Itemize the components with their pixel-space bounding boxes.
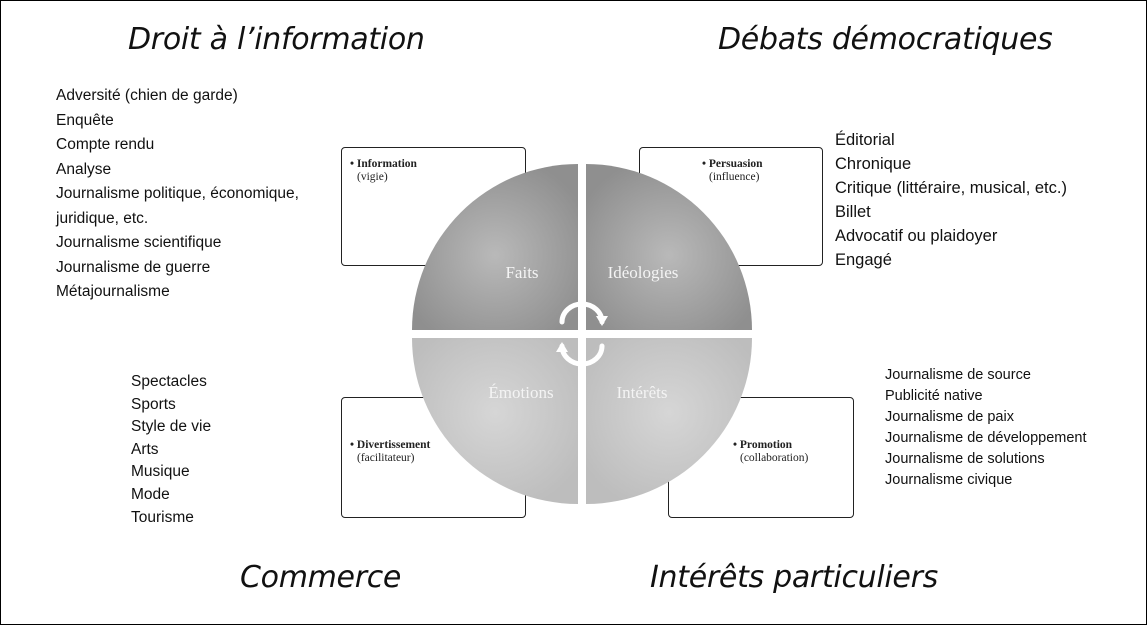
- list-item: Journalisme de source: [885, 367, 1031, 383]
- list-item: Journalisme civique: [885, 472, 1013, 488]
- box-subtitle: (vigie): [357, 171, 388, 183]
- list-item: Arts: [131, 440, 159, 458]
- box-label-promotion: • Promotion (collaboration): [733, 439, 808, 465]
- wheel-label-ideologies: Idéologies: [608, 263, 679, 282]
- arrowhead-top: [596, 316, 608, 326]
- wheel-quadrant-faits: [412, 164, 578, 330]
- list-item: Enquête: [56, 111, 114, 129]
- box-label-persuasion: • Persuasion (influence): [702, 158, 763, 184]
- list-item: Journalisme de développement: [885, 430, 1087, 446]
- title-top-right: Débats démocratiques: [718, 22, 1053, 57]
- list-item: Compte rendu: [56, 136, 155, 153]
- list-item: Engagé: [835, 251, 892, 269]
- box-label-information: • Information (vigie): [350, 158, 417, 184]
- wheel-label-emotions: Émotions: [488, 383, 553, 402]
- box-subtitle: (facilitateur): [357, 452, 415, 464]
- list-top-right: Éditorial Chronique Critique (littéraire…: [835, 128, 1067, 272]
- box-subtitle: (influence): [709, 171, 760, 183]
- list-item: Critique (littéraire, musical, etc.): [835, 179, 1067, 197]
- list-item: Éditorial: [835, 131, 895, 149]
- wheel-quadrant-interets: [586, 338, 752, 504]
- list-item: Style de vie: [131, 418, 212, 436]
- wheel-quadrant-ideologies: [586, 164, 752, 330]
- list-bottom-right: Journalisme de source Publicité native J…: [885, 365, 1087, 491]
- list-item: Tourisme: [131, 508, 194, 526]
- list-item: Spectacles: [131, 373, 207, 390]
- box-title: • Information: [350, 158, 417, 170]
- box-subtitle: (collaboration): [740, 452, 809, 464]
- title-top-left: Droit à l’information: [128, 22, 425, 57]
- box-title: • Promotion: [733, 439, 793, 451]
- title-bottom-left: Commerce: [240, 560, 402, 595]
- list-item: Chronique: [835, 155, 912, 173]
- wheel-quadrant-emotions: [412, 338, 578, 504]
- list-item: Billet: [835, 203, 871, 221]
- list-item: juridique, etc.: [56, 209, 149, 227]
- cycle-arrows-icon: [559, 301, 605, 367]
- box-title: • Divertissement: [350, 439, 431, 451]
- arrowhead-bottom: [556, 342, 568, 352]
- list-item: Journalisme scientifique: [56, 234, 222, 251]
- list-item: Mode: [131, 485, 170, 503]
- list-bottom-left: Spectacles Sports Style de vie Arts Musi…: [131, 371, 211, 529]
- list-item: Analyse: [56, 160, 112, 178]
- list-item: Musique: [131, 463, 190, 481]
- list-item: Publicité native: [885, 388, 983, 404]
- box-title: • Persuasion: [702, 158, 763, 170]
- wheel-label-interets: Intérêts: [617, 383, 668, 402]
- list-item: Sports: [131, 395, 176, 413]
- list-item: Advocatif ou plaidoyer: [835, 227, 998, 245]
- list-item: Adversité (chien de garde): [56, 87, 238, 104]
- list-item: Journalisme politique, économique,: [56, 185, 299, 202]
- list-item: Journalisme de solutions: [885, 451, 1045, 467]
- list-top-left: Adversité (chien de garde) Enquête Compt…: [56, 84, 299, 305]
- title-bottom-right: Intérêts particuliers: [650, 560, 938, 595]
- box-label-divertissement: • Divertissement (facilitateur): [350, 439, 430, 465]
- wheel-label-faits: Faits: [505, 263, 538, 282]
- list-item: Journalisme de paix: [885, 409, 1014, 425]
- list-item: Journalisme de guerre: [56, 258, 211, 276]
- list-item: Métajournalisme: [56, 283, 170, 300]
